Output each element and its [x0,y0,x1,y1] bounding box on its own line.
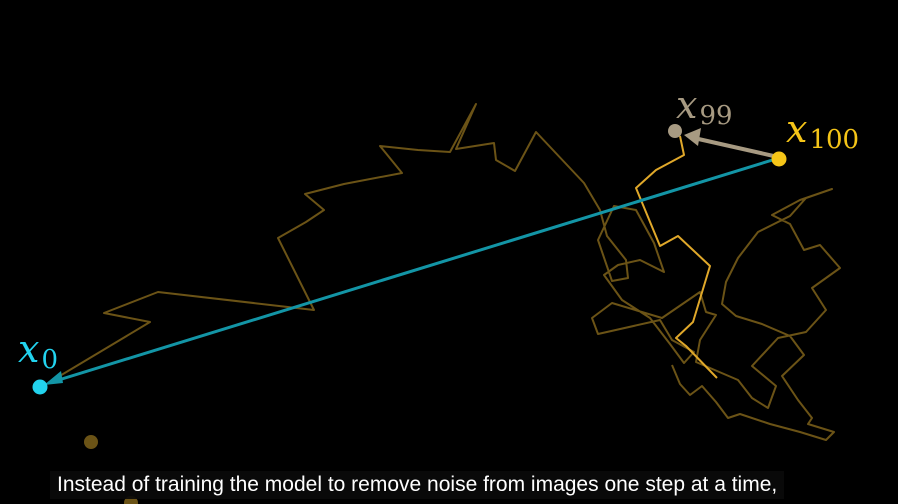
x0-label-var: x [18,327,40,371]
x99-label: x99 [676,83,733,129]
random-walk-faint-path [47,103,841,441]
x100-to-x99-arrow-line [693,136,779,159]
x0-label-sub: 0 [41,345,58,375]
subtitle-caption: Instead of training the model to remove … [50,471,785,499]
x0-arrowhead-icon [44,371,63,385]
x100-label: x100 [786,107,859,153]
faint-point [84,435,98,449]
x99-label-sub: 99 [699,101,733,131]
x100-point [771,151,787,167]
x99-arrowhead-icon [684,128,701,146]
x99-label-var: x [676,83,698,127]
x0-point [32,379,48,395]
x100-to-x0-arrow-line [51,156,780,384]
x100-label-var: x [786,107,808,151]
random-walk-recent-path [635,135,718,379]
x99-point [668,124,682,138]
x0-label: x0 [18,327,58,373]
x100-label-sub: 100 [809,125,860,155]
